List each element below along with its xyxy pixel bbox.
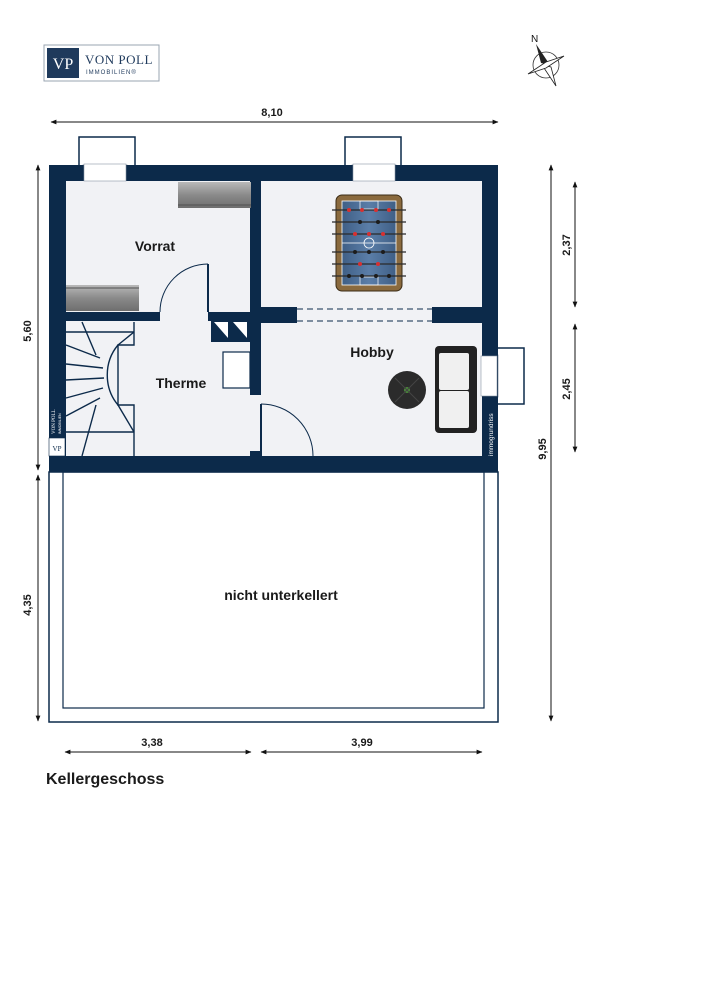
dim-total-depth: 9,95 (537, 438, 549, 459)
dim-cellar-depth: 5,60 (22, 320, 34, 341)
stair-brand-logo: VP VON POLL IMMOBILIEN (48, 409, 66, 457)
heating-boiler (222, 351, 251, 389)
dim-unexcavated-depth: 4,35 (22, 594, 34, 615)
spiral-staircase (65, 321, 135, 457)
compass-north-label: N (531, 34, 538, 45)
shelf-top (178, 182, 251, 208)
side-table (388, 371, 426, 409)
room-label-unexcavated: nicht unterkellert (224, 587, 338, 603)
door-vorrat (159, 263, 209, 313)
dim-room-upper-right: 2,37 (561, 234, 573, 255)
svg-text:IMMOBILIEN: IMMOBILIEN (58, 413, 62, 434)
dim-left-width: 3,38 (141, 737, 162, 749)
door-hobby (260, 403, 314, 457)
dimension-lines (35, 119, 578, 755)
floor-title: Kellergeschoss (46, 771, 165, 788)
room-label-hobby: Hobby (350, 344, 394, 360)
logo-monogram: VP (53, 56, 74, 73)
watermark-text: immogrundriss (488, 413, 495, 456)
dim-right-width: 3,99 (351, 737, 372, 749)
brand-logo: VP VON POLL IMMOBILIEN® (43, 44, 160, 82)
sofa (435, 346, 477, 433)
logo-sub: IMMOBILIEN® (86, 69, 137, 76)
dim-room-lower-right: 2,45 (561, 378, 573, 399)
unexcavated-area (48, 471, 499, 723)
foosball-table (332, 194, 406, 292)
shelf-bottom (66, 285, 139, 311)
chimney-shafts (211, 320, 251, 342)
compass-icon: N (527, 34, 565, 87)
svg-text:VON POLL: VON POLL (52, 409, 57, 434)
logo-name: VON POLL (85, 52, 153, 67)
room-label-therme: Therme (156, 375, 207, 391)
passage-opening (297, 307, 432, 323)
svg-text:VP: VP (53, 445, 62, 453)
room-label-vorrat: Vorrat (135, 238, 176, 254)
dim-total-width: 8,10 (261, 107, 282, 119)
